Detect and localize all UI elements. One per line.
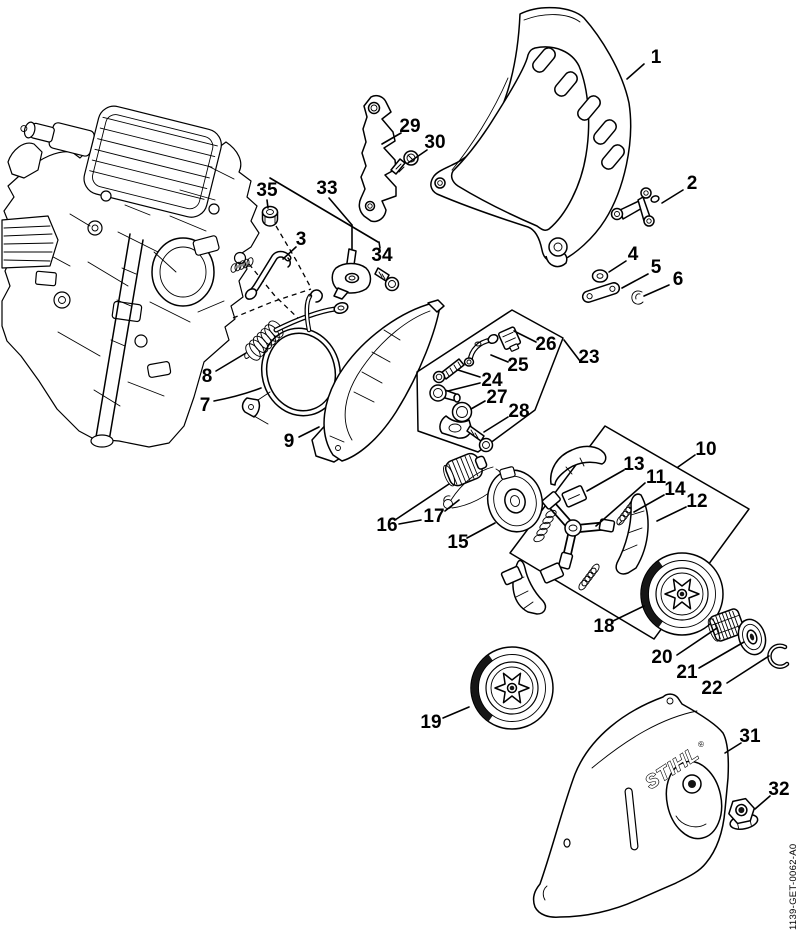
guard-slot bbox=[601, 144, 625, 170]
guard-slot bbox=[577, 95, 601, 121]
engine-left-bracket bbox=[7, 142, 43, 179]
collar-nut-32 bbox=[728, 797, 759, 830]
adjuster-group-23 bbox=[416, 309, 564, 453]
cover-recess-panel bbox=[665, 760, 723, 840]
lever-3 bbox=[244, 250, 292, 300]
guard-slot bbox=[532, 47, 556, 73]
link-plate-5 bbox=[581, 282, 621, 303]
spark-plug bbox=[20, 121, 95, 157]
washer-4 bbox=[591, 269, 609, 283]
clutch-drum-19 bbox=[470, 646, 554, 730]
e-clip-22 bbox=[767, 643, 790, 669]
clutch-hub-11 bbox=[541, 491, 616, 570]
clip-6 bbox=[631, 290, 644, 305]
guard-slot bbox=[554, 71, 578, 97]
brake-cover-9 bbox=[311, 299, 445, 463]
registered-mark: ® bbox=[696, 739, 706, 750]
leader-lines bbox=[213, 63, 771, 810]
spike-bumper-29 bbox=[358, 94, 397, 223]
sprocket-cover-31: STIHL ® bbox=[532, 693, 730, 918]
hand-guard-1 bbox=[430, 6, 632, 268]
tensioner-slot bbox=[624, 787, 639, 851]
oil-worm-16 bbox=[443, 452, 488, 487]
pawl-33 bbox=[331, 248, 372, 300]
screw-24a bbox=[432, 358, 465, 384]
guard-slot bbox=[593, 119, 617, 145]
bushing-27 bbox=[439, 401, 473, 439]
block-26 bbox=[498, 326, 522, 352]
diagram-code: 1139-GET-0062-A0 bbox=[788, 844, 799, 930]
cylinder-fins bbox=[20, 105, 222, 218]
assembly-dashed-lines bbox=[232, 225, 312, 321]
clutch-drum-18 bbox=[640, 552, 724, 636]
washer-21 bbox=[737, 618, 767, 656]
clutch-group-10 bbox=[500, 425, 750, 640]
screw-34 bbox=[374, 267, 400, 292]
brake-band-7 bbox=[241, 289, 342, 432]
nut-35 bbox=[261, 205, 279, 227]
clutch-shoes-12 bbox=[500, 493, 649, 615]
lever-25 bbox=[463, 333, 499, 367]
tension-spring-8 bbox=[244, 301, 349, 361]
screw-28 bbox=[466, 425, 494, 453]
clutch-springs-14 bbox=[533, 498, 638, 591]
clutch-shoe-13 bbox=[549, 445, 607, 508]
brake-lever-2 bbox=[610, 187, 660, 227]
washer-15 bbox=[486, 466, 544, 533]
screw-24b bbox=[429, 384, 461, 403]
screw-30 bbox=[390, 150, 419, 175]
engine-assembly bbox=[1, 105, 260, 448]
